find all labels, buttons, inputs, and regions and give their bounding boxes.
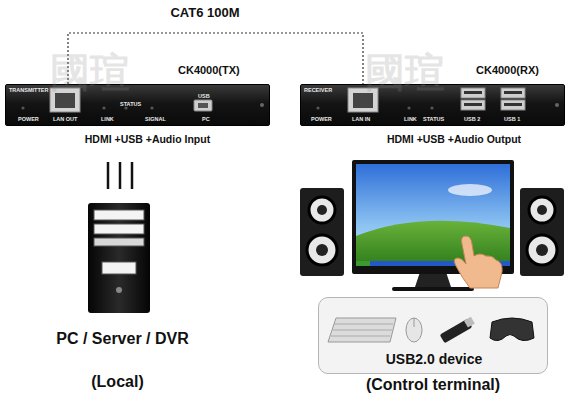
speaker <box>300 188 344 276</box>
vr-headset <box>490 318 534 341</box>
rj45-port <box>348 88 378 112</box>
box-caption: USB2.0 device <box>319 352 549 366</box>
led <box>150 106 153 109</box>
usb-port <box>501 88 525 98</box>
led <box>430 106 433 109</box>
port-caption: HDMI +USB +Audio Input <box>35 134 260 145</box>
drive-bay <box>94 210 144 220</box>
indicator-label: STATUS <box>120 102 141 108</box>
indicator-label: SIGNAL <box>145 117 166 123</box>
speaker <box>520 188 564 276</box>
port-label: LAN OUT <box>53 117 77 123</box>
usb-port <box>461 88 485 98</box>
drive-bay <box>94 224 144 234</box>
led <box>124 106 127 109</box>
port-label: LAN IN <box>352 117 370 123</box>
cable-line <box>131 162 134 189</box>
receiver-panel: CK4000(RX)RECEIVERPOWERLAN INLINKSTATUSU… <box>300 84 565 126</box>
cable-line <box>119 162 122 189</box>
speaker-cone <box>307 235 337 265</box>
port-label: USB 2 <box>464 117 480 123</box>
screen-start-button <box>356 261 370 266</box>
cable-line <box>107 162 110 189</box>
rj45-socket <box>55 93 75 108</box>
model-name: CK4000(RX) <box>476 65 539 76</box>
speaker-cone <box>536 244 548 256</box>
drive-bay <box>94 238 144 246</box>
led <box>21 106 24 109</box>
led <box>407 106 410 109</box>
port-label: POWER <box>18 117 39 123</box>
keyboard-keys <box>333 330 392 331</box>
speaker-cone <box>316 244 328 256</box>
mouse-button-line <box>414 318 415 327</box>
indicator-label: LINK <box>404 117 417 123</box>
pc-tower <box>88 203 150 313</box>
led <box>316 106 319 109</box>
device-caption: (Control terminal) <box>318 377 548 393</box>
usb-socket <box>504 103 522 106</box>
port-label: USB 1 <box>504 117 520 123</box>
rj45-socket <box>353 93 373 108</box>
monitor-screen <box>356 164 510 266</box>
indicator-label: LINK <box>101 117 114 123</box>
usb-port <box>501 100 525 110</box>
panel-title: TRANSMITTER <box>9 88 48 94</box>
speaker-cone <box>309 197 335 223</box>
port-label: USB <box>198 94 210 100</box>
hand <box>454 236 502 288</box>
keyboard <box>328 318 396 342</box>
transmitter-panel: CK4000(TX)TRANSMITTERPOWERLAN OUTLINKSTA… <box>5 84 270 126</box>
indicator-label: STATUS <box>423 117 444 123</box>
flash-drive-plug <box>464 317 475 328</box>
usb-port <box>194 100 212 111</box>
cable-label: CAT6 100M <box>145 6 265 19</box>
mouse <box>406 318 422 342</box>
usb-socket <box>464 91 482 94</box>
usb-socket <box>198 103 208 108</box>
speaker-cone <box>537 205 547 215</box>
network-cable <box>68 33 363 84</box>
speaker-cone <box>527 235 557 265</box>
flash-drive <box>440 319 473 344</box>
led <box>102 106 105 109</box>
power-button <box>116 287 122 293</box>
rj45-port <box>50 88 80 112</box>
model-name: CK4000(TX) <box>178 65 240 76</box>
panel-title: RECEIVER <box>304 88 332 94</box>
speaker-cone <box>529 197 555 223</box>
screw <box>260 103 264 107</box>
front-slot <box>102 262 136 274</box>
screw <box>555 103 559 107</box>
usb-device-box: USB2.0 device <box>318 297 548 374</box>
port-label: POWER <box>311 117 332 123</box>
usb-port <box>461 100 485 110</box>
screen-cloud <box>448 184 492 196</box>
port-label: PC <box>202 117 210 123</box>
port-caption: HDMI +USB +Audio Output <box>340 134 568 145</box>
speaker-cone <box>317 205 327 215</box>
device-caption: PC / Server / DVR <box>15 331 230 347</box>
keyboard-keys <box>334 324 393 325</box>
usb-socket <box>504 91 522 94</box>
usb-socket <box>464 103 482 106</box>
keyboard-keys <box>331 336 390 337</box>
monitor-base <box>392 287 474 291</box>
device-caption: (Local) <box>15 374 220 390</box>
